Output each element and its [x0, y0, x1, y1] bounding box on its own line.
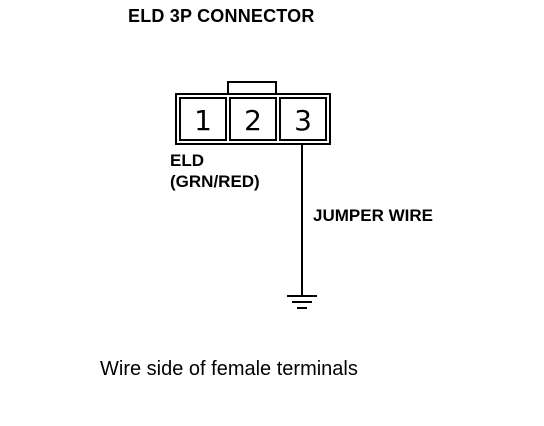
jumper-wire-label: JUMPER WIRE: [313, 206, 433, 225]
pin-cell-2: [229, 97, 277, 141]
pin-number-2: 2: [244, 104, 262, 137]
pin-cell-1: [179, 97, 227, 141]
eld-wire-color-label: (GRN/RED): [170, 172, 260, 191]
connector-lock-tab: [227, 81, 277, 95]
pin-number-1: 1: [194, 104, 212, 137]
ground-symbol-icon: [287, 295, 317, 309]
pin-cell-3: [279, 97, 327, 141]
pin-number-3: 3: [294, 104, 312, 137]
diagram-caption: Wire side of female terminals: [100, 358, 358, 380]
eld-label: ELD: [170, 151, 204, 170]
diagram-title: ELD 3P CONNECTOR: [128, 6, 315, 26]
